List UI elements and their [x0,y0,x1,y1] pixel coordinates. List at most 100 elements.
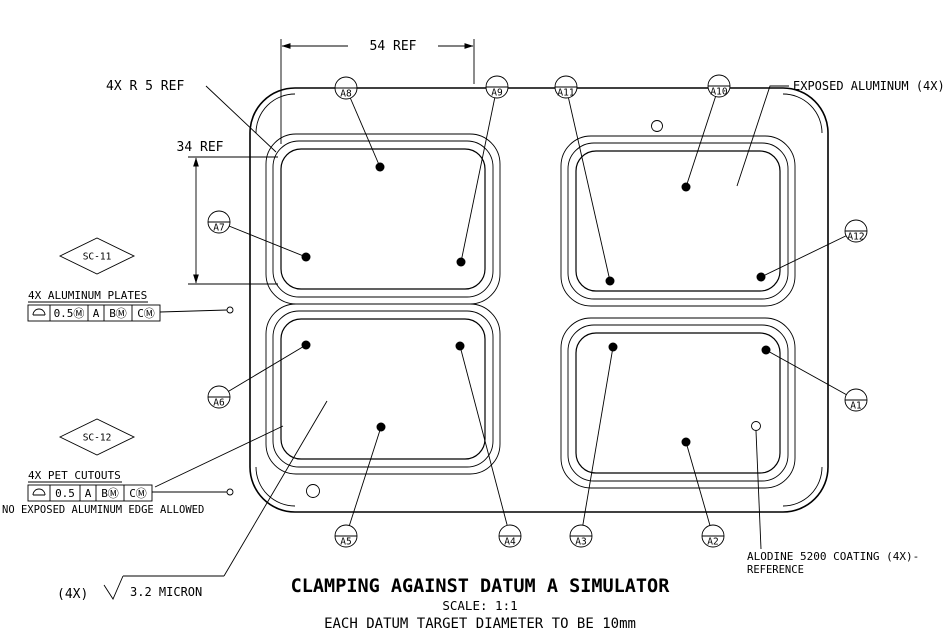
leader-line [755,430,762,550]
pocket-top-right [560,135,796,307]
datum-target-dot [376,422,386,432]
datum-target-a8: A8 [334,76,385,172]
pet-cutout-edge [265,303,501,475]
pocket-top-left [265,133,501,305]
fcf-tolerance: 0.5 [55,487,75,500]
leader-line [459,345,511,537]
fcf-frame [27,484,153,502]
balloon-label: A3 [575,537,586,548]
datum-target-a1: A1 [761,345,868,412]
aluminum-plate [280,148,486,290]
plate-corner-edge-tr [782,93,823,134]
leader-line [345,426,382,537]
balloon-label: A5 [340,537,351,548]
fcf-datum-b: BⓂ [109,307,127,320]
datum-target-dot [761,345,771,355]
datum-target-dot [681,182,691,192]
callout-exposed-aluminum: EXPOSED ALUMINUM (4X) [736,79,945,187]
no-exposed-edge-note: NO EXPOSED ALUMINUM EDGE ALLOWED [2,504,204,516]
pocket-step-edge [567,324,789,482]
surface-finish-value: 3.2 MICRON [130,585,202,599]
leader-line [685,85,720,188]
datum-target-a12: A12 [756,219,868,282]
drawing-note: EACH DATUM TARGET DIAMETER TO BE 10mm [324,616,636,632]
pocket-step-edge [272,310,494,468]
balloon-label: A1 [850,401,862,412]
drawing-title: CLAMPING AGAINST DATUM A SIMULATOR [291,576,671,597]
surface-finish-callout: (4X) 3.2 MICRON [57,400,328,602]
flag-diamond [58,418,136,456]
leader-line [460,86,498,263]
fcf-label: 4X PET CUTOUTS [28,469,121,482]
leader-line [565,86,611,282]
callout-corner-radius: 4X R 5 REF [106,79,277,153]
leader-line-to-cutout [154,425,284,488]
aluminum-plate [575,332,781,474]
leader-line [345,87,381,168]
datum-target-dot [375,162,385,172]
plate-corner-edge-tl [255,93,296,134]
leader-line [159,309,228,313]
datum-target-dot [456,257,466,267]
flag-note-sc11: SC-11 [58,237,136,275]
dimension-34-ref: 34 REF [177,140,278,285]
title-block: CLAMPING AGAINST DATUM A SIMULATOR SCALE… [291,576,671,632]
balloon-label: A10 [710,87,727,98]
balloon-label: A6 [213,398,225,409]
fcf-datum-b: BⓂ [101,487,119,500]
tooling-hole-top [651,120,663,132]
leader-line [685,441,714,537]
pet-cutout-edge [560,317,796,489]
fcf-label: 4X ALUMINUM PLATES [28,289,147,302]
pet-cutout-edge [560,135,796,307]
balloon-label: A8 [340,89,352,100]
fcf-frame [27,304,161,322]
balloon-label: A7 [213,223,224,234]
pocket-step-edge [567,142,789,300]
reference-point-circle [751,421,761,431]
profile-of-surface-icon [32,488,46,496]
surface-finish-qty: (4X) [57,587,88,602]
leader-line [205,85,277,153]
exposed-aluminum-text: EXPOSED ALUMINUM (4X) [793,79,945,93]
datum-target-dot [608,342,618,352]
pocket-bottom-left [265,303,501,475]
fcf-tolerance: 0.5Ⓜ [54,307,85,320]
datum-target-dot [455,341,465,351]
balloon-label: A2 [707,537,718,548]
fcf-datum-a: A [93,307,100,320]
tooling-hole-bottom [306,484,320,498]
datum-target-dot [681,437,691,447]
dimension-54-ref: 54 REF [280,39,475,144]
corner-radius-text: 4X R 5 REF [106,79,184,94]
leader-terminator [226,488,234,496]
balloon-label: A11 [557,88,574,99]
fcf-aluminum-plates: 4X ALUMINUM PLATES 0.5Ⓜ A BⓂ CⓂ [27,289,234,322]
profile-of-surface-icon [32,308,46,316]
flag-label: SC-11 [83,252,112,263]
leader-line [736,85,789,187]
balloon-label: A4 [504,537,516,548]
balloon-label: A9 [491,88,503,99]
leader-line [580,346,614,537]
drawing-scale: SCALE: 1:1 [442,598,517,613]
flag-note-sc12: SC-12 [58,418,136,456]
leader-line [223,400,328,577]
flag-label: SC-12 [83,433,112,444]
alodine-text-line1: ALODINE 5200 COATING (4X)- [747,550,919,563]
fcf-datum-c: CⓂ [129,487,147,500]
leader-line [218,344,307,398]
datum-target-a5: A5 [334,422,386,548]
balloon-label: A12 [847,232,864,243]
datum-target-a7: A7 [207,210,311,262]
datum-target-a3: A3 [569,342,618,548]
pocket-bottom-right [560,317,796,489]
dimension-text-width: 54 REF [370,39,417,54]
leader-line [760,230,857,278]
alodine-text-line2: REFERENCE [747,564,804,576]
plate-corner-edge-br [782,466,823,507]
leader-line [765,349,857,401]
plate-corner-edge-bl [255,466,296,507]
leader-line [218,221,307,258]
